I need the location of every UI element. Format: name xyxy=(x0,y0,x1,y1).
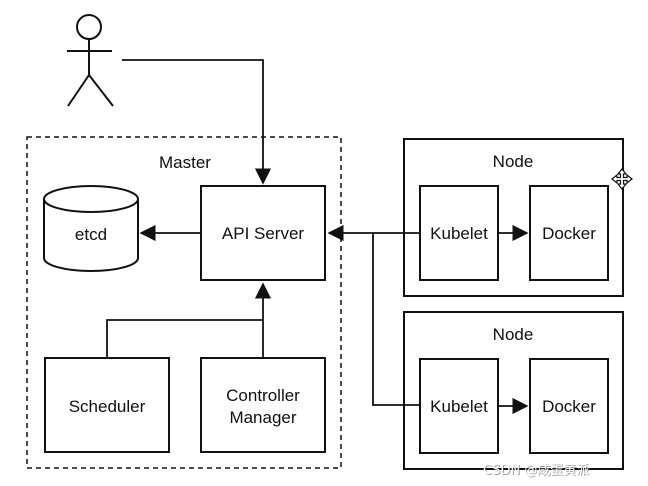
node-1-docker-box xyxy=(529,185,609,281)
etcd-database-icon xyxy=(43,185,139,272)
master-boundary xyxy=(26,136,342,469)
node-2-kubelet-box xyxy=(419,358,499,454)
node-1-kubelet-label: Kubelet xyxy=(430,224,488,243)
node-2-title: Node xyxy=(493,325,534,344)
watermark-text: CSDN @咸蛋黄派 xyxy=(483,463,589,478)
scheduler-to-api-connector xyxy=(106,319,263,358)
controller-manager-label-line1: Controller xyxy=(226,386,300,405)
move-cursor-icon xyxy=(611,168,633,190)
watermark-shadow: CSDN @咸蛋黄派 xyxy=(484,464,590,479)
etcd-label: etcd xyxy=(75,225,107,244)
controller-manager-box xyxy=(200,357,326,453)
node-1-title: Node xyxy=(493,152,534,171)
node-1-docker-label: Docker xyxy=(542,224,596,243)
node-2-docker-box xyxy=(529,358,609,454)
controller-manager-label-line2: Manager xyxy=(229,408,296,427)
node-2-kubelet-label: Kubelet xyxy=(430,397,488,416)
scheduler-label: Scheduler xyxy=(69,397,146,416)
master-title: Master xyxy=(159,153,211,172)
scheduler-box xyxy=(44,357,170,453)
user-actor-icon xyxy=(67,14,114,107)
watermark: CSDN @咸蛋黄派 CSDN @咸蛋黄派 xyxy=(483,463,590,479)
node-2-docker-label: Docker xyxy=(542,397,596,416)
user-to-api-arrow xyxy=(122,59,272,185)
api-server-label: API Server xyxy=(222,224,305,243)
api-server-box xyxy=(200,185,326,281)
kubelet-2-to-api-connector xyxy=(372,233,420,406)
